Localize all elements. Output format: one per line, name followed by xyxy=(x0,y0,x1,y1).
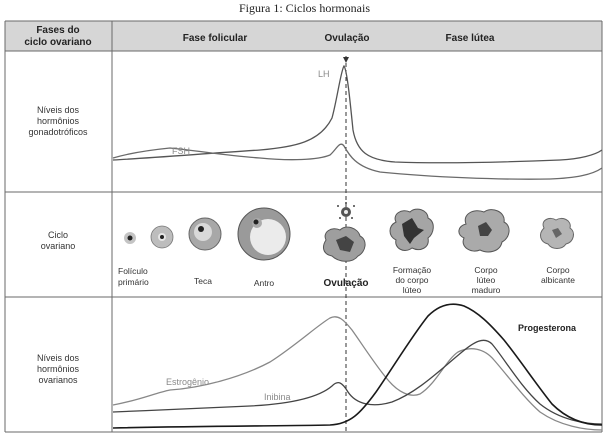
estrogen-curve xyxy=(112,316,603,431)
follicle-small-icon xyxy=(150,225,174,249)
row-ovarian-line3: ovarianos xyxy=(38,375,78,385)
progesterone-curve xyxy=(112,303,603,429)
label-inhibin: Inibina xyxy=(264,392,291,402)
label-progesterone: Progesterona xyxy=(518,323,577,333)
grid-lines xyxy=(4,20,603,433)
label-fsh: FSH xyxy=(172,146,190,156)
inhibin-curve xyxy=(112,339,603,425)
stage-mature-corpus-line3: maduro xyxy=(472,285,501,295)
stage-corpus-albicans-line2: albicante xyxy=(541,275,575,285)
stage-mature-corpus-line2: lúteo xyxy=(477,275,496,285)
corpus-albicans-icon xyxy=(540,217,574,249)
ovulation-icon xyxy=(323,202,366,262)
row-gonadotropic-line2: hormônios xyxy=(37,116,80,126)
antrum-follicle-icon xyxy=(237,207,291,261)
label-estrogen: Estrogênio xyxy=(166,377,209,387)
header-phase-luteal: Fase lútea xyxy=(446,33,495,44)
ovulation-arrow-icon xyxy=(343,57,349,63)
row-gonadotropic-line1: Níveis dos xyxy=(37,105,80,115)
stage-corpus-formation-line3: lúteo xyxy=(403,285,422,295)
row-ovarian-line2: hormônios xyxy=(37,364,80,374)
header-col1-line1: Fases do xyxy=(36,25,79,36)
theca-follicle-icon xyxy=(188,217,222,251)
stage-corpus-formation-line2: do corpo xyxy=(395,275,428,285)
stage-primary-follicle-line1: Folículo xyxy=(118,266,148,276)
header-phase-follicular: Fase folicular xyxy=(183,33,248,44)
label-lh: LH xyxy=(318,69,330,79)
fsh-curve xyxy=(112,143,603,180)
stage-corpus-formation-line1: Formação xyxy=(393,265,432,275)
mature-corpus-luteum-icon xyxy=(458,209,510,253)
row-cycle-line2: ovariano xyxy=(41,241,76,251)
stage-ovulation: Ovulação xyxy=(323,278,368,289)
figure-title: Figura 1: Ciclos hormonais xyxy=(239,1,370,15)
row-gonadotropic-line3: gonadotróficos xyxy=(28,127,88,137)
row-cycle-line1: Ciclo xyxy=(48,230,68,240)
stage-corpus-albicans-line1: Corpo xyxy=(546,265,569,275)
header-phase-ovulation: Ovulação xyxy=(324,33,369,44)
stage-antrum: Antro xyxy=(254,278,275,288)
primary-follicle-icon xyxy=(124,232,136,244)
stage-mature-corpus-line1: Corpo xyxy=(474,265,497,275)
stage-primary-follicle-line2: primário xyxy=(118,277,149,287)
header-band xyxy=(5,21,602,51)
header-col1-line2: ciclo ovariano xyxy=(24,37,91,48)
lh-curve xyxy=(112,64,603,164)
corpus-luteum-formation-icon xyxy=(389,208,434,251)
stage-theca: Teca xyxy=(194,276,212,286)
row-ovarian-line1: Níveis dos xyxy=(37,353,80,363)
